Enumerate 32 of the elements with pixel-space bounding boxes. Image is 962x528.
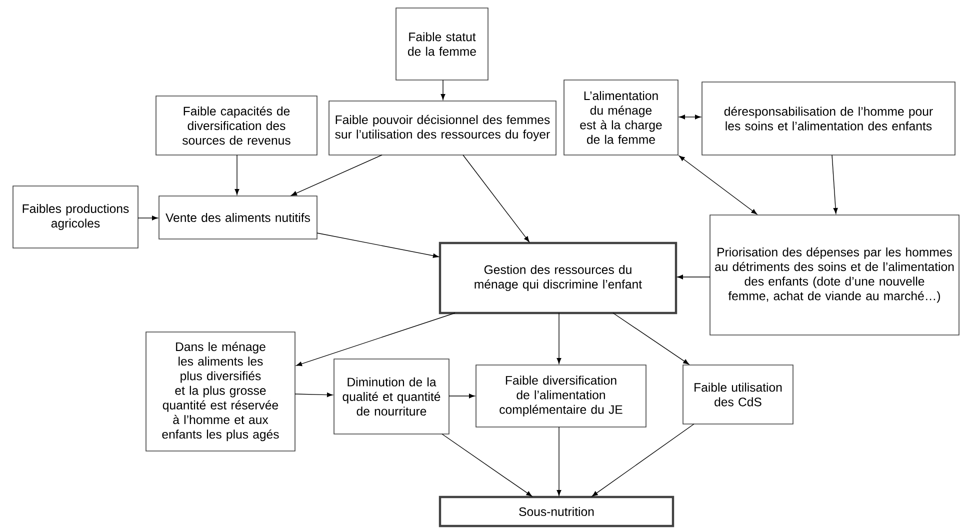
outcome-box: Gestion des ressources du ménage qui discrimine l’enfant <box>438 242 678 314</box>
cause-box: Faible pouvoir décisionnel des femmes sur l’utilisation des ressources du foyer <box>328 100 556 156</box>
arrow <box>291 154 382 196</box>
arrow <box>296 312 456 366</box>
arrow <box>832 154 838 214</box>
arrow <box>448 394 475 398</box>
arrow <box>556 426 562 496</box>
cause-box: Faible statut de la femme <box>396 8 488 80</box>
cause-box: L’alimentation du ménage est à la charge de la femme <box>564 80 678 156</box>
arrow <box>442 434 532 496</box>
cause-box: Priorisation des dépenses par les hommes au détriments des soins et de l’alimentation des enfants (dote d’une nouvelle femme, achat de viande au marché…) <box>710 214 960 336</box>
arrow <box>462 154 530 242</box>
cause-box: Faible utilisation des CdS <box>682 364 794 424</box>
cause-box: Diminution de la qualité et quantité de nourriture <box>334 358 450 434</box>
cause-box: Faible diversification de l’alimentation complémentaire du JE <box>476 364 646 428</box>
arrow <box>612 312 690 365</box>
cause-box: Faible capacités de diversification des sources de revenus <box>156 96 318 156</box>
arrow <box>677 274 710 280</box>
arrow <box>678 156 758 214</box>
arrow <box>679 114 701 120</box>
arrow <box>440 80 446 100</box>
cause-box: Vente des aliments nutitifs <box>158 196 318 240</box>
arrow <box>138 216 158 220</box>
arrow <box>316 232 439 258</box>
cause-box: Dans le ménage les aliments les plus diversifiés et la plus grosse quantité est réservée à l’homme et aux enfants les plus agés <box>146 332 296 452</box>
cause-box: déresponsabilisation de l’homme pour les soins et l’alimentation des enfants <box>702 82 956 156</box>
outcome-box: Sous-nutrition <box>438 496 674 528</box>
arrow <box>556 312 562 364</box>
arrow <box>592 424 694 496</box>
arrow <box>234 154 240 195</box>
cause-box: Faibles productions agricoles <box>12 186 138 248</box>
arrow <box>294 392 333 398</box>
